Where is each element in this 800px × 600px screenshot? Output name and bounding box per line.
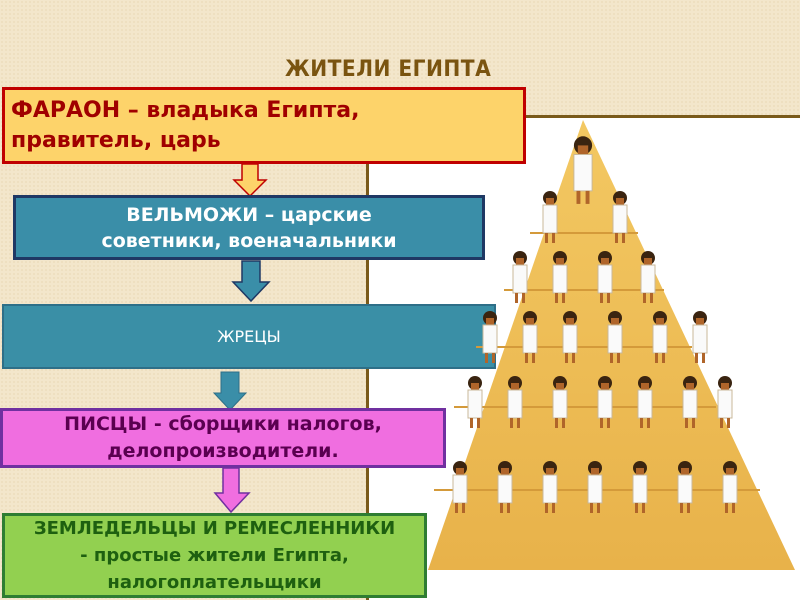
- person-figure: [612, 191, 628, 243]
- arrow-down-icon: [231, 260, 271, 302]
- person-figure: [722, 461, 738, 513]
- nobles-line-2: советники, военачальники: [101, 229, 397, 252]
- person-figure: [467, 376, 483, 428]
- divider-horizontal: [345, 115, 800, 118]
- farmers-box: ЗЕМЛЕДЕЛЬЦЫ И РЕМЕСЛЕННИКИ - простые жит…: [2, 513, 427, 598]
- person-figure: [632, 461, 648, 513]
- person-figure: [552, 376, 568, 428]
- person-figure: [682, 376, 698, 428]
- person-figure: [542, 191, 558, 243]
- scribes-line-2: делопроизводители.: [107, 440, 339, 462]
- person-figure: [497, 461, 513, 513]
- social-pyramid-illustration: [428, 120, 795, 570]
- pharaoh-line-1: ФАРАОН – владыка Египта,: [11, 97, 360, 123]
- nobles-box: ВЕЛЬМОЖИ – царские советники, военачальн…: [13, 195, 485, 260]
- person-figure: [552, 251, 568, 303]
- person-figure: [452, 461, 468, 513]
- person-figure: [507, 376, 523, 428]
- person-figure: [522, 311, 538, 363]
- figures: [452, 136, 738, 513]
- slide-title: ЖИТЕЛИ ЕГИПТА: [285, 57, 492, 82]
- arrow-down-icon: [232, 163, 268, 197]
- arrow-down-icon: [213, 467, 251, 514]
- nobles-line-1: ВЕЛЬМОЖИ – царские: [126, 203, 372, 226]
- person-figure: [677, 461, 693, 513]
- priests-box: ЖРЕЦЫ: [2, 304, 496, 369]
- priests-label: ЖРЕЦЫ: [217, 327, 281, 346]
- farmers-line-2: - простые жители Египта,: [80, 545, 349, 566]
- person-figure: [562, 311, 578, 363]
- farmers-line-3: налогоплательщики: [107, 572, 322, 593]
- farmers-line-1: ЗЕМЛЕДЕЛЬЦЫ И РЕМЕСЛЕННИКИ: [33, 518, 396, 539]
- person-figure: [542, 461, 558, 513]
- pharaoh-box: ФАРАОН – владыка Египта, правитель, царь: [2, 87, 526, 164]
- person-figure: [640, 251, 656, 303]
- person-figure: [587, 461, 603, 513]
- person-figure: [512, 251, 528, 303]
- arrow-down-icon: [212, 371, 248, 411]
- scribes-box: ПИСЦЫ - сборщики налогов, делопроизводит…: [0, 408, 446, 468]
- scribes-line-1: ПИСЦЫ - сборщики налогов,: [64, 413, 382, 435]
- person-figure: [597, 376, 613, 428]
- person-figure: [597, 251, 613, 303]
- person-figure: [652, 311, 668, 363]
- person-figure: [717, 376, 733, 428]
- person-figure: [692, 311, 708, 363]
- pharaoh-line-2: правитель, царь: [11, 127, 221, 153]
- person-figure: [573, 136, 593, 204]
- person-figure: [637, 376, 653, 428]
- person-figure: [607, 311, 623, 363]
- person-figure: [482, 311, 498, 363]
